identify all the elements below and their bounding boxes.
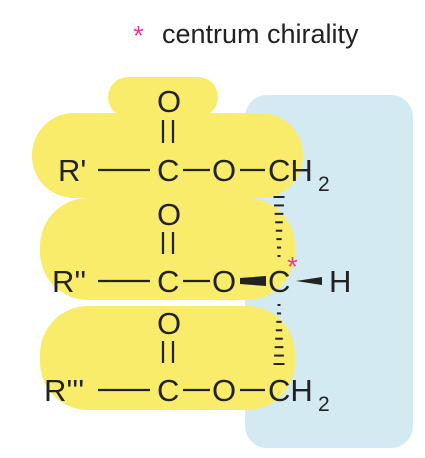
subscript: 2 [318, 393, 330, 416]
ester-highlight-row-3 [40, 306, 295, 410]
carbonyl-oxygen: O [157, 197, 181, 232]
ester-row-1: O R' C O CH 2 [58, 84, 330, 196]
hydrogen-label: H [329, 264, 351, 299]
carbonyl-carbon: C [157, 264, 179, 299]
r-group-label: R' [58, 153, 86, 188]
carbonyl-carbon: C [157, 153, 179, 188]
ester-highlights [32, 77, 303, 410]
hashed-bond-lower [273, 304, 285, 365]
wedge-bond [296, 277, 322, 285]
r-group-label: R''' [44, 373, 84, 408]
subscript: 2 [318, 173, 330, 196]
carbonyl-carbon: C [157, 373, 179, 408]
hashed-bond-upper [273, 196, 285, 257]
ester-row-2: O R'' C O C * H [52, 197, 351, 299]
ester-highlight-row-1 [32, 113, 303, 198]
legend: * centrum chirality [133, 19, 359, 51]
ester-oxygen: O [212, 264, 236, 299]
ester-highlight-row-2 [40, 198, 295, 300]
legend-text: centrum chirality [162, 19, 359, 49]
chiral-carbon-label: C [268, 264, 290, 299]
ester-row-3: O R''' C O CH 2 [44, 306, 330, 416]
wedge-bond [240, 276, 266, 286]
ester-highlight-cap-1 [108, 77, 218, 117]
backbone-carbon-label: CH [268, 373, 313, 408]
r-group-label: R'' [52, 264, 86, 299]
ester-oxygen: O [212, 373, 236, 408]
chiral-center-asterisk: * [287, 251, 298, 282]
backbone-carbon-label: CH [268, 153, 313, 188]
ester-oxygen: O [212, 153, 236, 188]
carbonyl-oxygen: O [157, 306, 181, 341]
carbonyl-oxygen: O [157, 84, 181, 119]
legend-asterisk: * [133, 20, 144, 51]
